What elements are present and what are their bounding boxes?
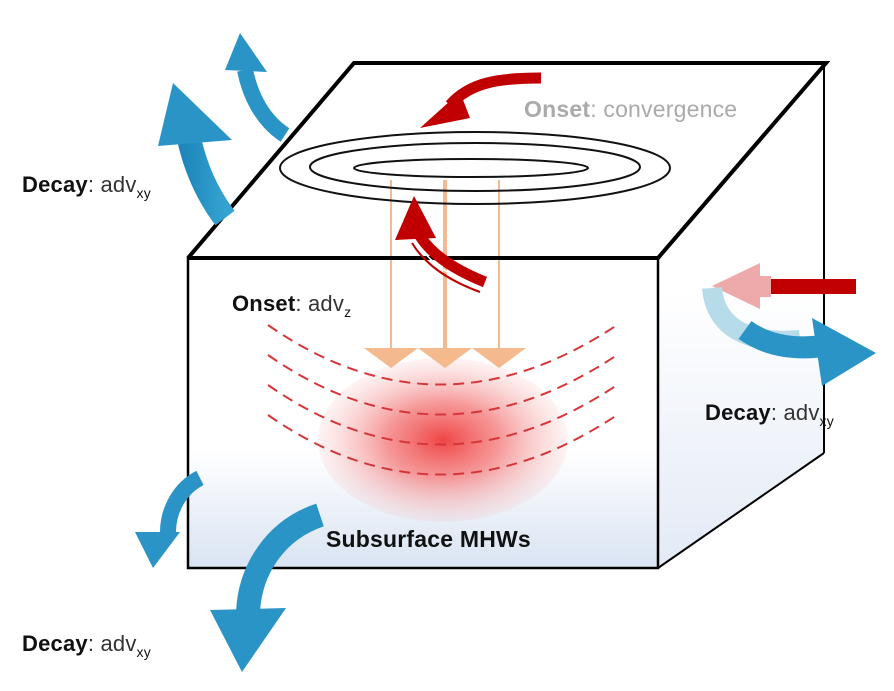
isoline-4 bbox=[267, 412, 621, 476]
onset-convergence-arrow bbox=[420, 72, 542, 128]
label-decay-top-left-text: : adv bbox=[87, 172, 137, 197]
right-decay-arrow bbox=[702, 286, 876, 386]
down-arrow-head-1 bbox=[364, 348, 418, 368]
contour-ring-outer bbox=[279, 131, 671, 205]
label-decay-right-bold: Decay bbox=[705, 400, 771, 425]
label-onset-convergence-text: : convergence bbox=[590, 96, 738, 122]
label-decay-top-left: Decay: advxy bbox=[22, 172, 151, 201]
box-edges bbox=[186, 61, 831, 570]
label-onset-advz-text: : adv bbox=[295, 291, 345, 316]
label-decay-top-left-bold: Decay bbox=[22, 172, 88, 197]
right-red-arrow-head-faded bbox=[712, 263, 771, 309]
label-onset-advz: Onset: advz bbox=[232, 291, 352, 320]
label-decay-bottom-left: Decay: advxy bbox=[22, 631, 151, 660]
label-onset-convergence: Onset: convergence bbox=[524, 96, 737, 123]
label-onset-convergence-bold: Onset bbox=[524, 96, 591, 122]
isoline-3 bbox=[267, 382, 621, 446]
label-onset-advz-sub: z bbox=[344, 304, 352, 320]
decay-arrow-top-left-large bbox=[158, 83, 235, 226]
decay-arrow-top-left-small bbox=[225, 33, 290, 142]
label-subsurface-mhws: Subsurface MHWs bbox=[326, 526, 531, 552]
onset-upwelling-arrow bbox=[395, 196, 488, 293]
isoline-1 bbox=[267, 322, 621, 386]
subsurface-mhw-hotspot bbox=[318, 358, 568, 522]
label-decay-bottom-left-bold: Decay bbox=[22, 631, 88, 656]
label-decay-right-sub: xy bbox=[819, 413, 834, 429]
label-decay-bottom-left-text: : adv bbox=[87, 631, 137, 656]
contour-ring-inner bbox=[353, 158, 589, 178]
decay-arrow-bottom-left-large bbox=[210, 503, 325, 672]
label-decay-top-left-sub: xy bbox=[136, 185, 151, 201]
label-decay-right-text: : adv bbox=[770, 400, 820, 425]
dashed-isolines bbox=[267, 322, 621, 476]
right-red-arrow-shaft bbox=[771, 279, 856, 294]
down-arrow-head-3 bbox=[472, 348, 526, 368]
label-decay-right: Decay: advxy bbox=[705, 400, 834, 429]
box-top-face bbox=[188, 63, 826, 258]
convergence-contours bbox=[279, 131, 671, 205]
isoline-2 bbox=[267, 352, 621, 416]
box-right-face bbox=[658, 63, 824, 568]
label-decay-bottom-left-sub: xy bbox=[136, 644, 151, 660]
down-arrow-head-2 bbox=[418, 348, 472, 368]
right-onset-arrow bbox=[712, 263, 856, 309]
right-bottom-edge bbox=[657, 452, 825, 569]
label-onset-advz-bold: Onset bbox=[232, 291, 296, 316]
contour-ring-middle bbox=[309, 142, 641, 192]
decay-arrow-bottom-left-small bbox=[135, 470, 205, 568]
